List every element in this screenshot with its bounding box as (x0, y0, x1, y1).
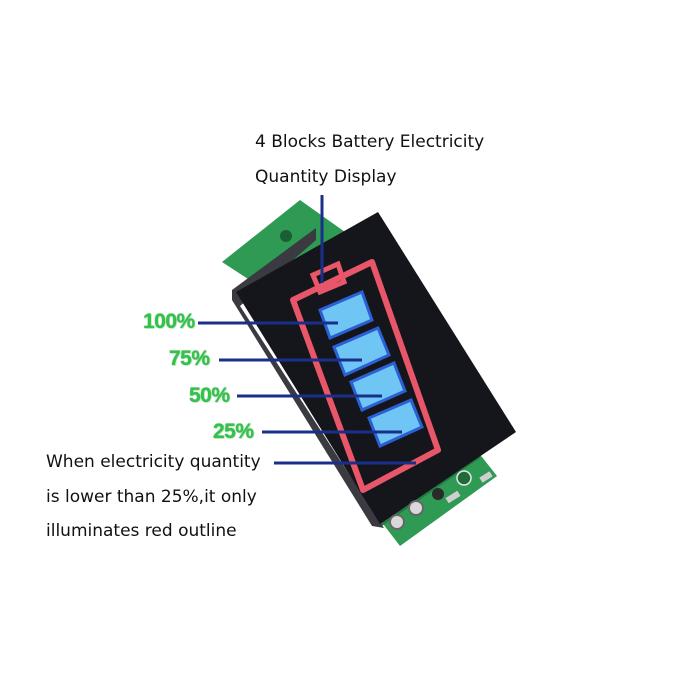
terminal-pads (389, 470, 493, 530)
level-block-25 (367, 398, 424, 449)
level-label-75: 75% (169, 347, 210, 370)
battery-red-outline (290, 259, 441, 493)
display-face (236, 212, 516, 524)
note-line-2: is lower than 25%,it only (46, 487, 257, 507)
level-block-75 (332, 326, 391, 378)
title-line-2: Quantity Display (255, 167, 397, 187)
level-block-100 (318, 289, 374, 341)
pcb-top-tab (222, 200, 345, 292)
level-label-100: 100% (143, 310, 195, 333)
battery-level-blocks (318, 289, 424, 449)
leader-lines (198, 195, 416, 465)
level-label-25: 25% (213, 420, 254, 443)
note-line-3: illuminates red outline (46, 521, 237, 541)
title-line-1: 4 Blocks Battery Electricity (255, 132, 485, 152)
note-line-1: When electricity quantity (46, 452, 261, 472)
level-block-50 (349, 360, 407, 413)
level-label-50: 50% (189, 384, 230, 407)
